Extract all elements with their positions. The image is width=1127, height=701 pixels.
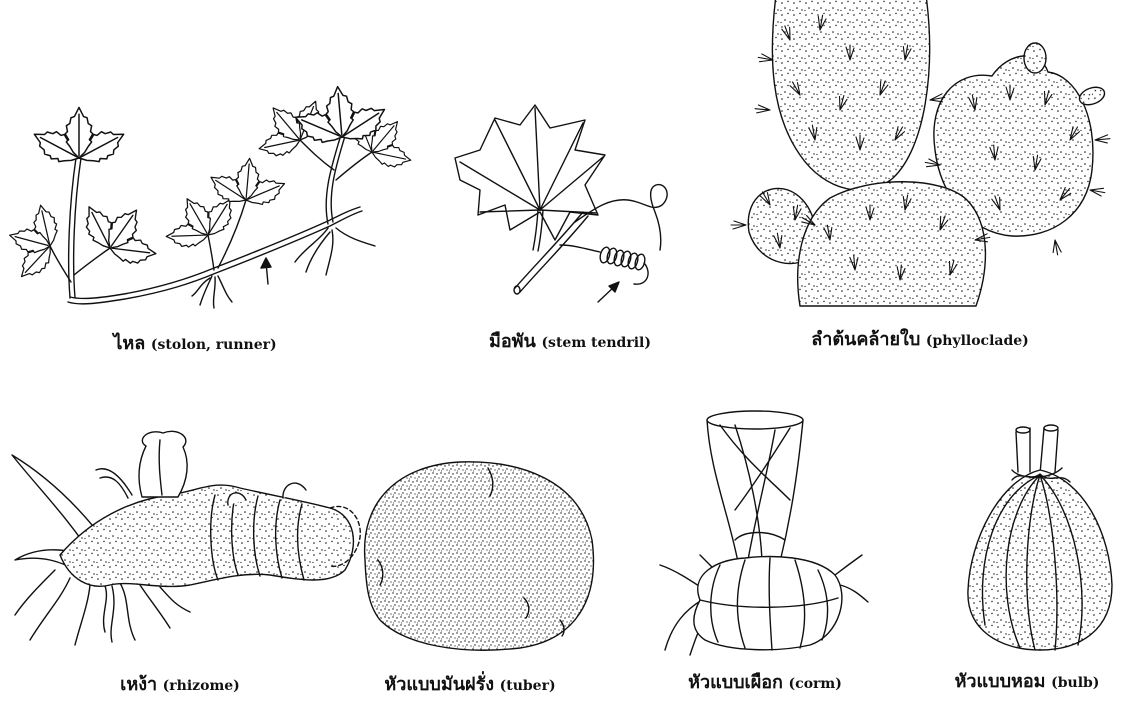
stem-tendril-illustration [455, 105, 667, 302]
caption-bulb: หัวแบบหอม (bulb) [932, 670, 1122, 694]
caption-english: (stolon, runner) [151, 337, 277, 353]
bulb-illustration [968, 425, 1112, 650]
caption-english: (corm) [789, 676, 842, 692]
corm-illustration [660, 411, 868, 655]
caption-thai: มือพัน [489, 331, 536, 352]
caption-tuber: หัวแบบมันฝรั่ง (tuber) [340, 673, 600, 697]
stolon-illustration [0, 81, 428, 308]
caption-thai: ไหล [113, 333, 145, 354]
caption-phylloclade: ลำต้นคล้ายใบ (phylloclade) [790, 328, 1050, 352]
caption-thai: หัวแบบหอม [955, 671, 1046, 692]
tuber-illustration [365, 462, 594, 650]
caption-thai: เหง้า [120, 674, 157, 695]
caption-stolon: ไหล (stolon, runner) [80, 332, 310, 356]
caption-thai: ลำต้นคล้ายใบ [811, 329, 920, 350]
arrow-marker [598, 282, 619, 302]
caption-english: (rhizome) [163, 678, 240, 694]
caption-english: (phylloclade) [926, 333, 1029, 349]
caption-stem-tendril: มือพัน (stem tendril) [460, 330, 680, 354]
caption-thai: หัวแบบเผือก [688, 672, 783, 693]
caption-english: (tuber) [500, 678, 556, 694]
rhizome-illustration [12, 431, 360, 645]
caption-rhizome: เหง้า (rhizome) [80, 673, 280, 697]
caption-english: (stem tendril) [541, 335, 651, 351]
caption-corm: หัวแบบเผือก (corm) [650, 671, 880, 695]
phylloclade-illustration [731, 0, 1110, 306]
caption-thai: หัวแบบมันฝรั่ง [384, 674, 494, 695]
arrow-marker [261, 258, 271, 284]
caption-english: (bulb) [1051, 675, 1099, 691]
